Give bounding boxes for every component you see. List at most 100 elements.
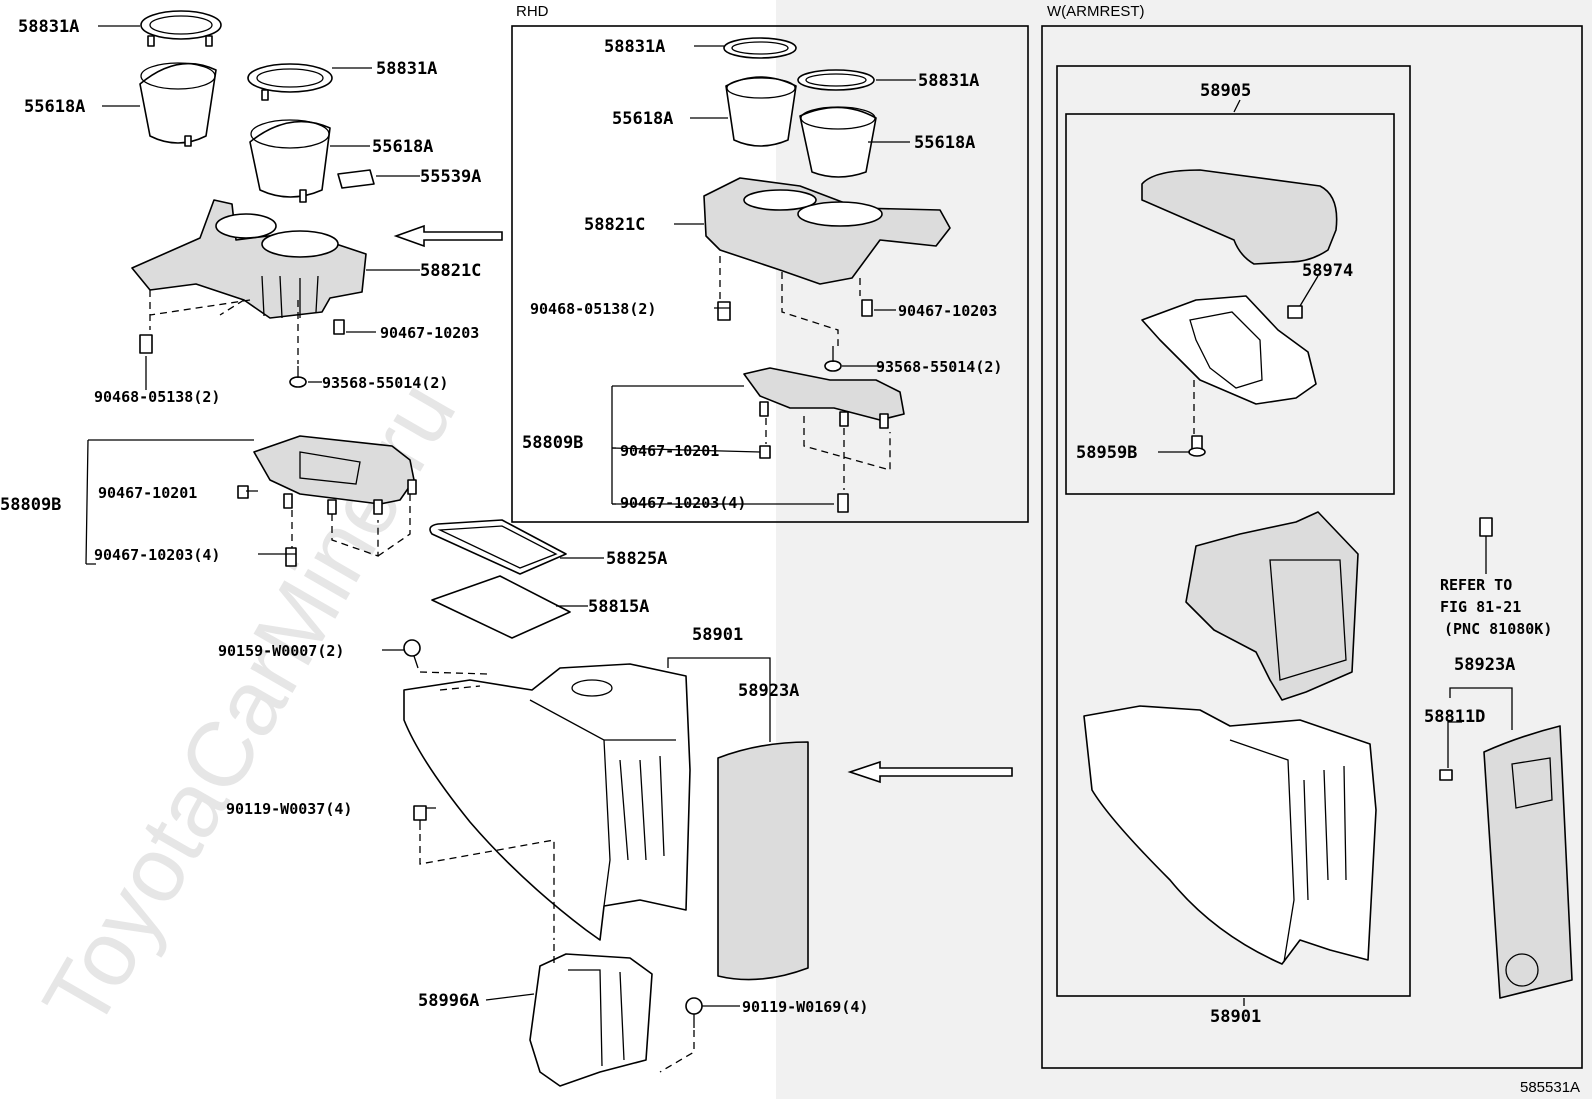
bolt-90159-w0007 xyxy=(403,639,421,669)
fastener-90467-10201-rhd xyxy=(759,445,771,459)
screw-93568-55014-rhd xyxy=(824,346,842,372)
refer-note-line2: FIG 81-21 xyxy=(1440,598,1521,616)
label-l02: 55618A xyxy=(24,97,85,117)
mat-58825a xyxy=(429,519,567,575)
clip-58811d xyxy=(1439,769,1453,781)
direction-arrow-left-bottom xyxy=(847,760,1013,784)
label-a03: 58959B xyxy=(1076,443,1137,463)
label-r03: 55618A xyxy=(612,109,673,129)
clip-90468-05138-rhd xyxy=(717,301,731,321)
label-r08: 93568-55014(2) xyxy=(876,358,1002,376)
fastener-90467-10203-4-rhd xyxy=(837,493,849,513)
ring-58831a-rhd-left xyxy=(723,37,797,59)
label-a04: 58901 xyxy=(1210,1007,1261,1027)
console-upper-armrest xyxy=(1185,511,1359,701)
label-a01: 58905 xyxy=(1200,81,1251,101)
cup-55618a-mid-left xyxy=(249,119,331,203)
fastener-90467-10203-rhd xyxy=(861,299,873,317)
tray-58809b-left xyxy=(253,435,417,515)
screw-93568-55014-left xyxy=(289,366,307,388)
label-l10: 58809B xyxy=(0,495,61,515)
cupholder-58821c-rhd xyxy=(703,177,951,285)
side-panel-58923a xyxy=(717,741,809,981)
leader-lines-rhd xyxy=(611,45,916,505)
label-l20: 90119-W0169(4) xyxy=(742,998,868,1016)
label-r02: 58831A xyxy=(918,71,979,91)
clip-55539a xyxy=(337,169,375,189)
label-r06: 90468-05138(2) xyxy=(530,300,656,318)
tray-58809b-rhd xyxy=(743,367,905,429)
label-l05: 55539A xyxy=(420,167,481,187)
cup-55618a-rhd-left xyxy=(725,76,797,147)
dash-guides-left-top xyxy=(149,290,299,364)
clip-58959b xyxy=(1188,435,1206,457)
label-r05: 58821C xyxy=(584,215,645,235)
label-a06: 58811D xyxy=(1424,707,1485,727)
fastener-90467-10203-4-left xyxy=(285,547,297,567)
refer-note-line3: (PNC 81080K) xyxy=(1444,620,1552,638)
refer-note-line1: REFER TO xyxy=(1440,576,1512,594)
rhd-section-box xyxy=(511,25,1029,523)
cupholder-58821c-left xyxy=(131,199,367,319)
label-l16: 58901 xyxy=(692,625,743,645)
label-l03: 58831A xyxy=(376,59,437,79)
armrest-assy-box xyxy=(1065,113,1395,495)
figure-code: 585531A xyxy=(1520,1079,1580,1096)
label-l14: 58815A xyxy=(588,597,649,617)
label-l18: 90119-W0037(4) xyxy=(226,800,352,818)
clip-90468-05138-left xyxy=(139,334,153,354)
label-l15: 90159-W0007(2) xyxy=(218,642,344,660)
label-l06: 58821C xyxy=(420,261,481,281)
cup-55618a-top-left xyxy=(139,62,217,147)
fastener-refer-fig xyxy=(1479,517,1493,537)
fastener-90467-10201-left xyxy=(237,485,249,499)
pad-58974 xyxy=(1287,305,1303,319)
mat-58815a xyxy=(431,575,571,639)
armrest-lid-58905 xyxy=(1141,169,1338,265)
label-l07: 90467-10203 xyxy=(380,324,479,342)
label-l04: 55618A xyxy=(372,137,433,157)
ring-58831a-mid-left xyxy=(247,63,333,101)
label-r01: 58831A xyxy=(604,37,665,57)
bracket-58809b-rhd xyxy=(611,385,744,505)
cup-55618a-rhd-right xyxy=(799,106,877,178)
bracket-58996a xyxy=(529,953,653,1087)
dash-guides-bracket xyxy=(553,944,695,1073)
bracket-58923a-armrest xyxy=(1449,687,1513,730)
fastener-90467-10203-left xyxy=(333,319,345,335)
side-panel-58923a-armrest xyxy=(1483,725,1573,999)
ring-58831a-top-left xyxy=(140,10,222,47)
armrest-inner-box xyxy=(1056,65,1411,997)
armrest-section-title: W(ARMREST) xyxy=(1047,3,1145,20)
label-l11: 90467-10201 xyxy=(98,484,197,502)
dash-guides-rhd-top xyxy=(719,256,861,346)
console-body-58901-left xyxy=(403,663,691,941)
label-l13: 58825A xyxy=(606,549,667,569)
label-r09: 58809B xyxy=(522,433,583,453)
bracket-58811d xyxy=(1447,721,1462,768)
label-l19: 58996A xyxy=(418,991,479,1011)
leader-lines-armrest xyxy=(1158,99,1319,1006)
dash-guides-left-tray xyxy=(291,494,411,557)
label-l08: 93568-55014(2) xyxy=(322,374,448,392)
armrest-section-box xyxy=(1041,25,1583,1069)
dash-guides-rhd-tray xyxy=(765,416,891,490)
shaded-background xyxy=(776,0,1592,1099)
dash-guides-console xyxy=(419,671,555,940)
bracket-line-58901-58923a xyxy=(667,657,771,742)
label-r10: 90467-10201 xyxy=(620,442,719,460)
label-r07: 90467-10203 xyxy=(898,302,997,320)
label-l17: 58923A xyxy=(738,681,799,701)
label-r04: 55618A xyxy=(914,133,975,153)
direction-arrow-left-top xyxy=(393,224,503,248)
console-body-58901-armrest xyxy=(1083,705,1377,965)
label-l01: 58831A xyxy=(18,17,79,37)
label-a05: 58923A xyxy=(1454,655,1515,675)
ring-58831a-rhd-right xyxy=(797,69,875,91)
label-l12: 90467-10203(4) xyxy=(94,546,220,564)
bracket-58809b-left xyxy=(85,439,254,565)
bolt-90119-w0169 xyxy=(685,997,703,1028)
bolt-90119-w0037 xyxy=(413,805,427,821)
rhd-section-title: RHD xyxy=(516,3,549,20)
